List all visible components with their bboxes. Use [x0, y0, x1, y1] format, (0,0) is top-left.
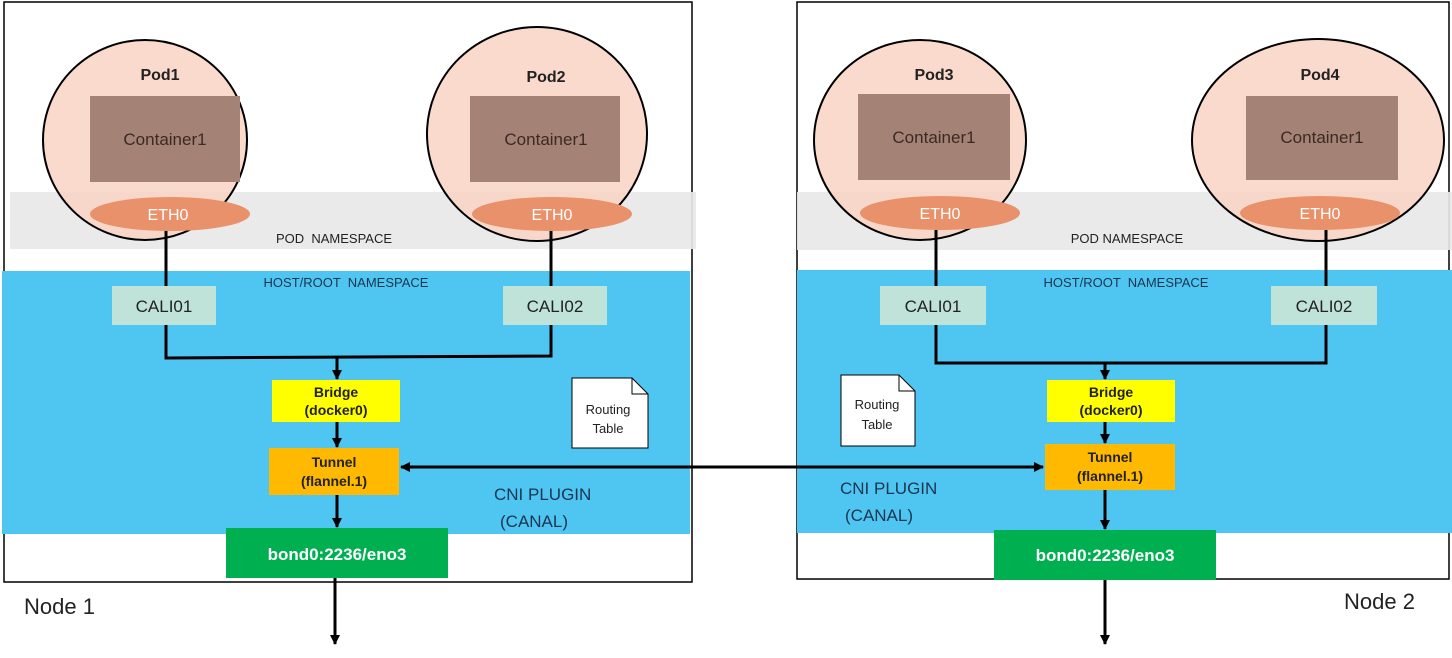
cni-plugin-sublabel: (CANAL) — [500, 512, 568, 531]
routing-table-document: Routing Table — [571, 377, 649, 449]
pod-3: Pod3 Container1 ETH0 — [813, 39, 1027, 241]
eth0-interface — [472, 197, 632, 231]
tunnel-sublabel: (flannel.1) — [1077, 468, 1143, 484]
document-icon — [571, 377, 649, 449]
routing-table-sublabel: Table — [861, 417, 892, 432]
nic-box — [226, 528, 448, 578]
pod-label: Pod2 — [526, 69, 565, 86]
cali01-box — [112, 286, 216, 325]
routing-table-sublabel: Table — [592, 421, 623, 436]
container-box — [1246, 96, 1398, 180]
pod-2: Pod2 Container1 ETH0 — [426, 26, 648, 242]
container-label: Container1 — [123, 130, 206, 149]
host-namespace-label: HOST/ROOT NAMESPACE — [1044, 275, 1209, 290]
routing-table-label: Routing — [855, 397, 900, 412]
eth0-label: ETH0 — [148, 207, 189, 224]
nic-box — [994, 530, 1216, 580]
pod-namespace-label: POD NAMESPACE — [276, 231, 392, 246]
cali02-label: CALI02 — [1296, 297, 1353, 316]
eth0-interface — [860, 196, 1020, 230]
document-icon — [840, 374, 916, 447]
node-label: Node 2 — [1344, 589, 1415, 614]
node-2: Pod3 Container1 ETH0 Pod4 Container1 ETH… — [796, 1, 1452, 645]
container-label: Container1 — [1280, 128, 1363, 147]
bridge-box — [272, 380, 400, 422]
pod-label: Pod4 — [1300, 67, 1339, 84]
cali02-label: CALI02 — [527, 297, 584, 316]
cni-plugin-label: CNI PLUGIN — [840, 479, 937, 498]
cali01-label: CALI01 — [136, 297, 193, 316]
pod-label: Pod3 — [914, 67, 953, 84]
container-box — [470, 96, 620, 182]
routing-table-label: Routing — [586, 402, 631, 417]
cali02-box — [503, 286, 607, 325]
bridge-label: Bridge — [1089, 384, 1134, 400]
bridge-label: Bridge — [314, 384, 359, 400]
cali01-box — [880, 286, 986, 325]
node-1: Pod1 Container1 ETH0 Pod2 Container1 ETH… — [2, 1, 696, 645]
pod-namespace-label: POD NAMESPACE — [1071, 231, 1184, 246]
pod-1: Pod1 Container1 ETH0 — [42, 39, 250, 241]
pod-4: Pod4 Container1 ETH0 — [1191, 38, 1445, 242]
tunnel-box — [1045, 444, 1175, 490]
container-box — [858, 94, 1010, 180]
pod-label: Pod1 — [140, 67, 179, 84]
cni-plugin-label: CNI PLUGIN — [494, 485, 591, 504]
eth0-label: ETH0 — [532, 207, 573, 224]
tunnel-label: Tunnel — [1088, 449, 1133, 465]
container-label: Container1 — [892, 128, 975, 147]
host-namespace-label: HOST/ROOT NAMESPACE — [264, 275, 429, 290]
eth0-interface — [1240, 196, 1400, 230]
node-label: Node 1 — [24, 594, 95, 619]
container-box — [90, 96, 240, 182]
tunnel-label: Tunnel — [312, 454, 357, 470]
nic-label: bond0:2236/eno3 — [1036, 546, 1175, 565]
container-label: Container1 — [504, 130, 587, 149]
nic-label: bond0:2236/eno3 — [268, 545, 407, 564]
tunnel-sublabel: (flannel.1) — [301, 473, 367, 489]
eth0-label: ETH0 — [920, 206, 961, 223]
document-fold — [898, 375, 915, 392]
cali01-label: CALI01 — [905, 297, 962, 316]
cali-to-bridge-link — [934, 325, 1328, 365]
cali02-box — [1271, 286, 1377, 325]
tunnel-box — [269, 448, 399, 495]
bridge-sublabel: (docker0) — [304, 402, 367, 418]
document-fold — [631, 378, 648, 395]
eth0-interface — [90, 197, 250, 231]
cali-to-bridge-link — [164, 325, 553, 360]
cni-plugin-sublabel: (CANAL) — [845, 506, 913, 525]
routing-table-document: Routing Table — [840, 374, 916, 447]
eth0-label: ETH0 — [1300, 206, 1341, 223]
bridge-box — [1047, 380, 1175, 422]
bridge-sublabel: (docker0) — [1079, 402, 1142, 418]
